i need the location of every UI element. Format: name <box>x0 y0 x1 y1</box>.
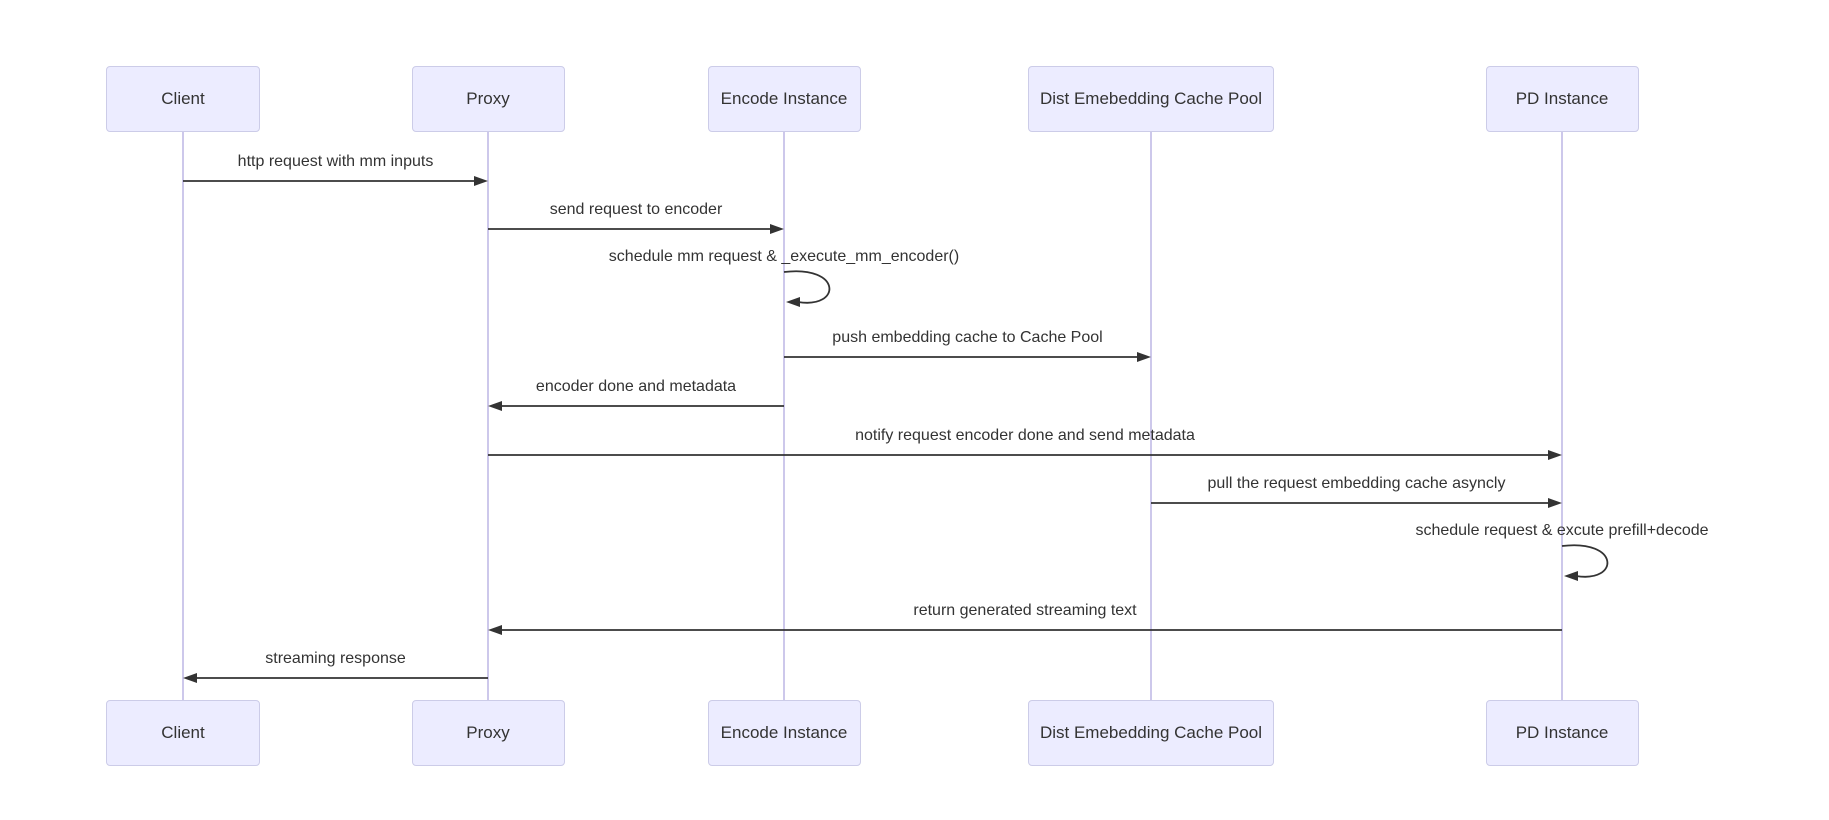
arrowhead <box>1564 571 1578 581</box>
arrowhead <box>488 401 502 411</box>
arrowhead <box>474 176 488 186</box>
actor-box-proxy-bottom: Proxy <box>411 700 565 766</box>
arrowhead <box>1137 352 1151 362</box>
message-label-encoder-done: encoder done and metadata <box>535 378 737 395</box>
message-label-streaming-response: streaming response <box>265 650 406 667</box>
message-label-send-request-to-encoder: send request to encoder <box>549 201 723 218</box>
actor-box-pd-instance-bottom: PD Instance <box>1485 700 1639 766</box>
message-label-return-streaming-text: return generated streaming text <box>913 602 1137 619</box>
actor-box-client-top: Client <box>106 66 260 132</box>
actor-box-pd-instance-top: PD Instance <box>1485 66 1639 132</box>
actor-box-dist-embedding-cache-pool-top: Dist Emebedding Cache Pool <box>1028 66 1274 132</box>
message-label-push-embedding-cache: push embedding cache to Cache Pool <box>832 329 1103 346</box>
self-loop-arrow <box>783 270 831 304</box>
actor-box-client-bottom: Client <box>106 700 260 766</box>
actor-box-encode-instance-top: Encode Instance <box>707 66 861 132</box>
actor-box-dist-embedding-cache-pool-bottom: Dist Emebedding Cache Pool <box>1028 700 1274 766</box>
message-label-http-request: http request with mm inputs <box>237 153 434 170</box>
arrowhead <box>1548 450 1562 460</box>
message-label-notify-encoder-done: notify request encoder done and send met… <box>855 427 1195 444</box>
message-label-schedule-prefill-decode: schedule request & excute prefill+decode <box>1415 522 1709 539</box>
message-label-schedule-mm-request: schedule mm request & _execute_mm_encode… <box>608 248 960 265</box>
message-label-pull-embedding-cache: pull the request embedding cache asyncly <box>1207 475 1506 492</box>
arrowhead <box>183 673 197 683</box>
arrowhead <box>786 297 800 307</box>
arrowhead <box>1548 498 1562 508</box>
arrowhead <box>488 625 502 635</box>
arrowhead <box>770 224 784 234</box>
self-loop-arrow <box>1561 544 1609 578</box>
actor-box-encode-instance-bottom: Encode Instance <box>707 700 861 766</box>
actor-box-proxy-top: Proxy <box>411 66 565 132</box>
